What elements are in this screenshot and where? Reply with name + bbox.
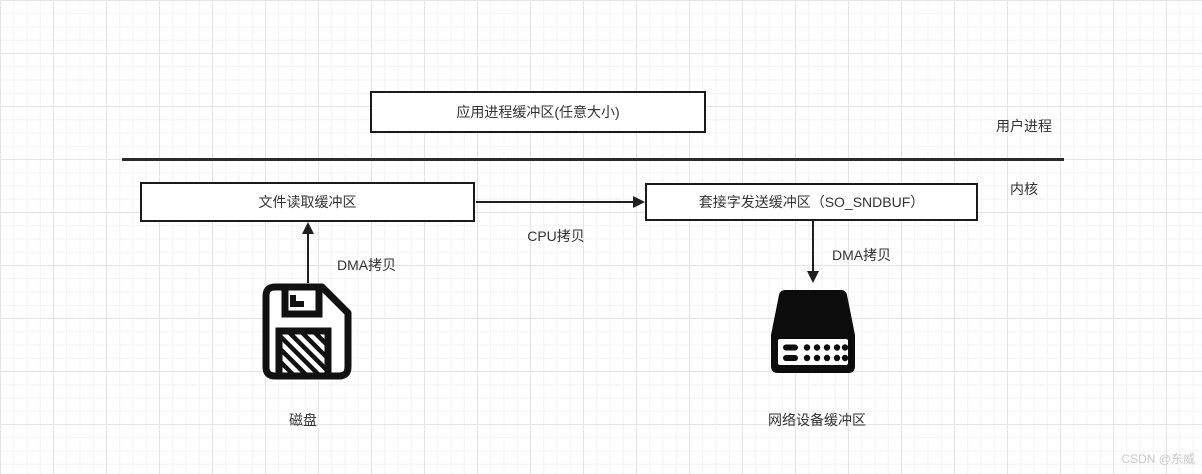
user-space-label: 用户进程 — [996, 118, 1052, 134]
file-read-buffer-box: 文件读取缓冲区 — [140, 182, 475, 222]
dma-copy-nic-label: DMA拷贝 — [832, 247, 892, 263]
network-device-caption: 网络设备缓冲区 — [768, 412, 866, 428]
dma-copy-disk-arrowhead-icon — [302, 222, 314, 234]
kernel-label: 内核 — [1010, 181, 1038, 197]
socket-send-buffer-label: 套接字发送缓冲区（SO_SNDBUF） — [698, 194, 925, 210]
cpu-copy-label: CPU拷贝 — [527, 228, 585, 244]
app-buffer-box: 应用进程缓冲区(任意大小) — [370, 91, 706, 133]
network-device-icon — [770, 288, 856, 375]
csdn-watermark: CSDN @东威 — [1121, 452, 1195, 466]
floppy-disk-icon — [262, 283, 352, 380]
app-buffer-label: 应用进程缓冲区(任意大小) — [456, 104, 620, 120]
user-kernel-divider — [122, 158, 1064, 161]
cpu-copy-arrow-shaft — [476, 201, 636, 203]
file-read-buffer-label: 文件读取缓冲区 — [258, 194, 357, 210]
dma-copy-nic-arrow-shaft — [812, 221, 814, 273]
disk-caption: 磁盘 — [289, 412, 317, 428]
socket-send-buffer-box: 套接字发送缓冲区（SO_SNDBUF） — [645, 183, 978, 221]
dma-copy-nic-arrowhead-icon — [807, 271, 819, 283]
cpu-copy-arrowhead-icon — [633, 196, 645, 208]
dma-copy-disk-arrow-shaft — [307, 231, 309, 283]
dma-copy-disk-label: DMA拷贝 — [337, 257, 397, 273]
